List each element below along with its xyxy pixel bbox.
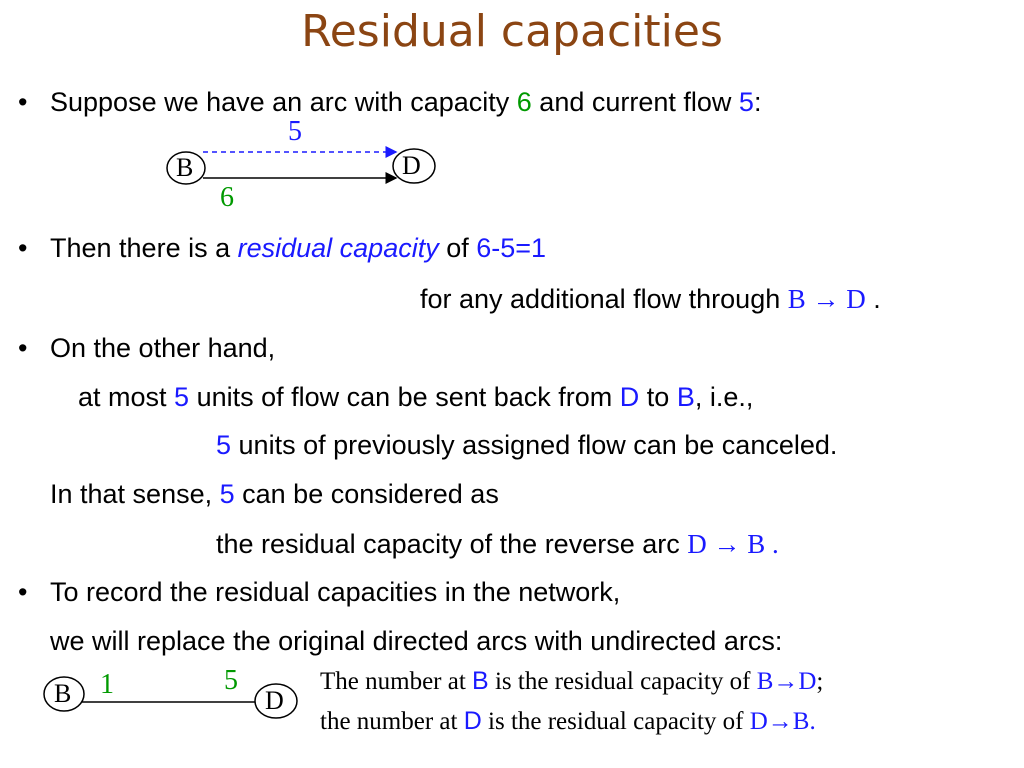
text: and current flow xyxy=(531,87,739,117)
text: to xyxy=(639,382,677,412)
node-ref: B xyxy=(472,667,489,695)
arc-ref: D→B. xyxy=(749,708,816,735)
node-ref: D xyxy=(846,284,866,314)
bullet-4-line-2: we will replace the original directed ar… xyxy=(50,626,783,656)
text: for any additional flow through xyxy=(420,284,788,314)
arrow-glyph: → xyxy=(713,529,741,559)
number: 5 xyxy=(174,382,190,412)
text: units of flow can be sent back from xyxy=(189,382,620,412)
capacity-value: 6 xyxy=(516,87,532,117)
bullet-3: On the other hand, xyxy=(50,333,276,363)
node-b-circle xyxy=(43,676,85,712)
flow-value: 5 xyxy=(738,87,754,117)
text: . xyxy=(865,284,881,314)
node-d-label: D xyxy=(265,686,284,715)
text: can be considered as xyxy=(234,479,499,509)
bullet-1: Suppose we have an arc with capacity 6 a… xyxy=(50,86,761,118)
residual-d-label: 5 xyxy=(224,665,238,696)
expression: 6-5=1 xyxy=(476,233,547,263)
bullet-3-line-4: In that sense, 5 can be considered as xyxy=(50,478,499,510)
capacity-label: 6 xyxy=(220,182,234,213)
text: ; xyxy=(816,668,824,695)
node-ref: B xyxy=(747,529,766,559)
text: is the residual capacity of xyxy=(481,708,750,735)
bullet-2-continuation: for any additional flow through B → D . xyxy=(420,283,881,315)
arc-ref: B→D xyxy=(756,668,817,695)
text: In that sense, xyxy=(50,479,220,509)
bullet-3-line-2: at most 5 units of flow can be sent back… xyxy=(78,381,753,413)
node-d-circle xyxy=(392,148,436,184)
node-ref: B xyxy=(787,284,806,314)
text: the number at xyxy=(320,708,464,735)
node-d-circle xyxy=(254,683,298,719)
bullet-4: To record the residual capacities in the… xyxy=(50,577,621,607)
bullet-3-line-3: 5 units of previously assigned flow can … xyxy=(216,429,837,461)
residual-capacity-term: residual capacity xyxy=(237,233,439,263)
node-ref: D xyxy=(619,382,640,412)
arrow-glyph: → xyxy=(812,284,840,314)
bullet-marker: • xyxy=(18,333,28,363)
text: Then there is a xyxy=(50,233,238,263)
bullet-marker: • xyxy=(18,87,28,117)
node-b-circle xyxy=(166,151,206,185)
text: The number at xyxy=(320,668,473,695)
bullet-3-line-5: the residual capacity of the reverse arc… xyxy=(216,528,779,560)
residual-b-label: 1 xyxy=(100,669,114,700)
text: is the residual capacity of xyxy=(488,668,757,695)
text: . xyxy=(765,529,779,559)
bullet-marker: • xyxy=(18,577,28,607)
node-ref: D xyxy=(687,529,707,559)
text: Suppose we have an arc with capacity xyxy=(50,87,517,117)
number: 5 xyxy=(219,479,235,509)
node-b-label: B xyxy=(176,153,194,182)
number: 5 xyxy=(216,430,232,460)
text: units of previously assigned flow can be… xyxy=(231,430,838,460)
slide-title: Residual capacities xyxy=(301,6,723,57)
note-line-1: The number at B is the residual capacity… xyxy=(320,666,823,697)
flow-label: 5 xyxy=(288,116,302,147)
text: the residual capacity of the reverse arc xyxy=(216,529,688,559)
text: at most xyxy=(78,382,175,412)
node-ref: B xyxy=(676,382,695,412)
node-ref: D xyxy=(463,707,482,735)
bullet-2: Then there is a residual capacity of 6-5… xyxy=(50,232,546,264)
text: , i.e., xyxy=(694,382,754,412)
note-line-2: the number at D is the residual capacity… xyxy=(320,706,816,737)
node-b-label: B xyxy=(54,679,72,708)
node-d-label: D xyxy=(402,151,421,180)
text: of xyxy=(438,233,477,263)
bullet-marker: • xyxy=(18,233,28,263)
text: : xyxy=(753,87,762,117)
